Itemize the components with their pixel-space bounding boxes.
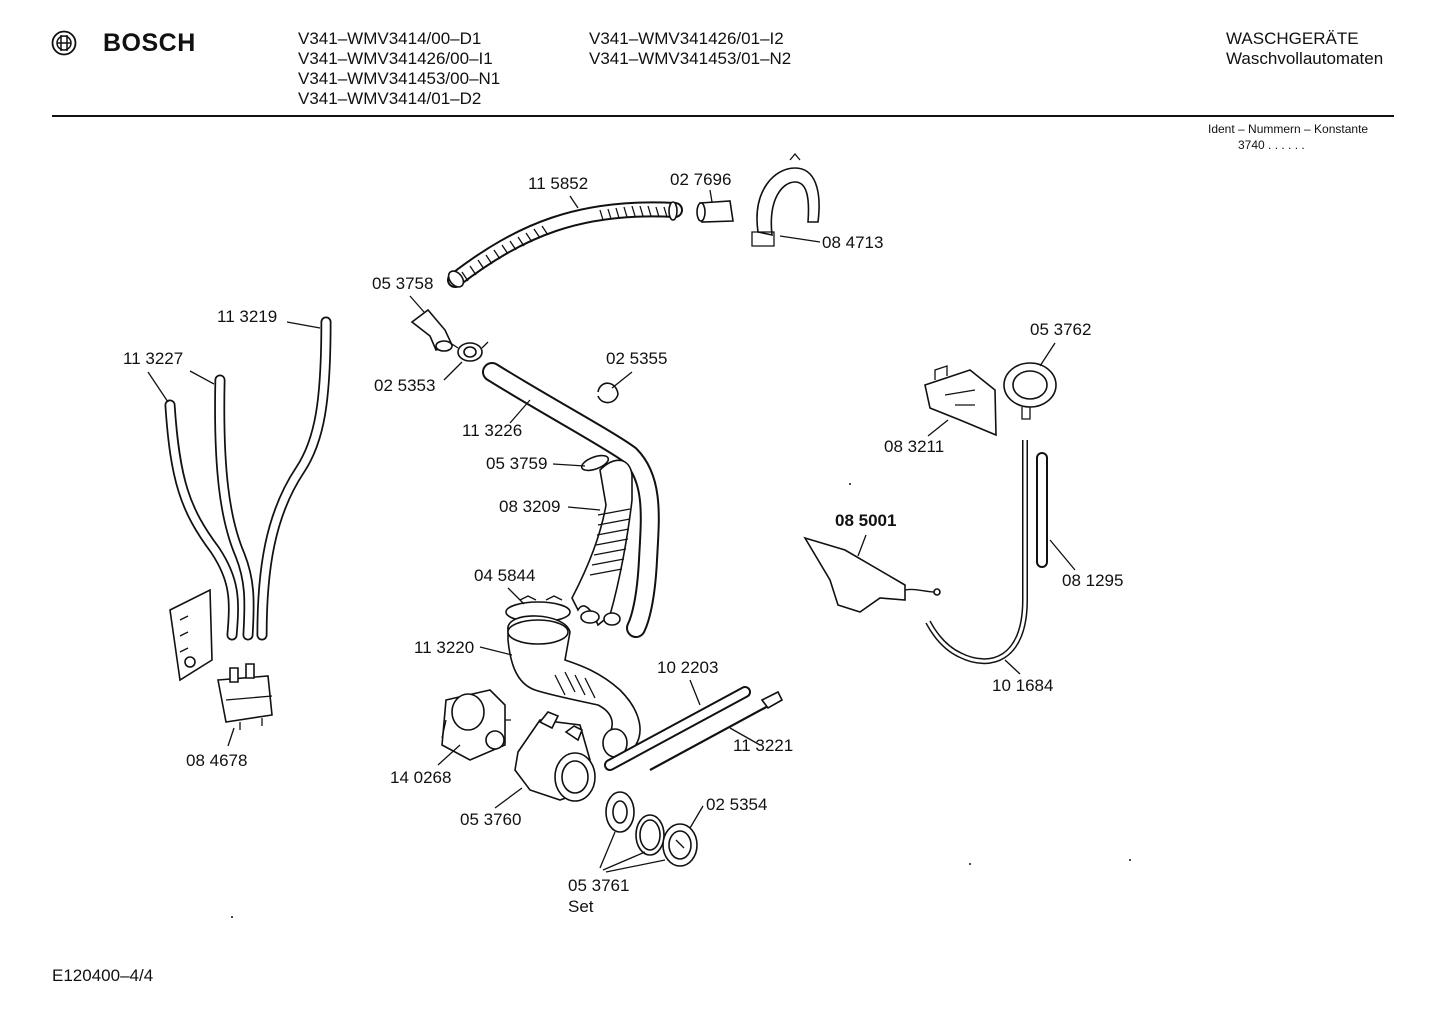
- part-label: 14 0268: [390, 768, 452, 787]
- hose-bracket-icon: [751, 152, 820, 247]
- air-trap-icon: [803, 536, 941, 613]
- hose-clamp-icon: [451, 341, 489, 362]
- part-label: 05 3762: [1030, 320, 1092, 339]
- part-label: 11 3221: [733, 736, 794, 755]
- model-list-col1: V341–WMV3414/00–D1 V341–WMV341426/00–I1 …: [298, 29, 500, 109]
- pump-housing-icon: [514, 711, 596, 802]
- bellows-hose-icon: [571, 459, 633, 627]
- part-label: 10 1684: [992, 676, 1054, 695]
- part-label: 05 3761: [568, 876, 630, 895]
- model-number: V341–WMV341426/00–I1: [298, 49, 493, 68]
- model-number: V341–WMV3414/01–D2: [298, 89, 482, 108]
- part-label: 02 5353: [374, 376, 436, 395]
- hose-connector-icon: [696, 200, 734, 223]
- part-label: 08 5001: [835, 511, 897, 530]
- part-label: 02 5355: [606, 349, 668, 368]
- part-label: 08 3209: [499, 497, 561, 516]
- model-number: V341–WMV341453/00–N1: [298, 69, 501, 88]
- part-label: 02 7696: [670, 170, 732, 189]
- small-clamp-icon: [580, 454, 610, 472]
- header-rule: [52, 115, 1394, 117]
- leader-lines: [147, 189, 1076, 873]
- category-subtitle: Waschvollautomaten: [1226, 49, 1384, 68]
- part-label: 05 3759: [486, 454, 548, 473]
- ident-label: Ident – Nummern – Konstante: [1208, 122, 1369, 136]
- model-list-col2: V341–WMV341426/01–I2 V341–WMV341453/01–N…: [589, 29, 791, 69]
- part-label: 11 3219: [217, 307, 278, 326]
- spring-clip-icon: [597, 382, 619, 404]
- bosch-logo-icon: [51, 30, 77, 61]
- model-number: V341–WMV341426/01–I2: [589, 29, 784, 48]
- part-label: 11 3226: [462, 421, 523, 440]
- straight-tube-icon: [604, 686, 751, 771]
- part-label: 08 4713: [822, 233, 884, 252]
- part-label: 08 3211: [884, 437, 945, 456]
- corrugated-hose-icon: [447, 201, 683, 288]
- part-label: 11 3227: [123, 349, 184, 368]
- part-label: 05 3758: [372, 274, 434, 293]
- part-label: 10 2203: [657, 658, 719, 677]
- pump-motor-icon: [441, 689, 511, 761]
- brand-name: BOSCH: [103, 29, 196, 57]
- model-number: V341–WMV341453/01–N2: [589, 49, 792, 68]
- air-hose-icon: [925, 438, 1028, 665]
- part-label: 08 1295: [1062, 571, 1124, 590]
- part-label: 11 5852: [528, 174, 589, 193]
- valve-bracket-icon: [169, 588, 213, 682]
- drain-rod-icon: [649, 690, 784, 771]
- part-label: 11 3220: [414, 638, 475, 657]
- drain-cap-icon: [662, 823, 698, 867]
- part-label: 02 5354: [706, 795, 768, 814]
- category-block: WASCHGERÄTE Waschvollautomaten: [1226, 29, 1383, 69]
- scan-dots: [231, 483, 1131, 918]
- part-label: 05 3760: [460, 810, 522, 829]
- filter-set-icon: [605, 791, 665, 856]
- part-label: 08 4678: [186, 751, 248, 770]
- drain-hose-icon: [482, 362, 660, 638]
- drawing-id: E120400–4/4: [52, 966, 154, 985]
- model-number: V341–WMV3414/00–D1: [298, 29, 482, 48]
- inlet-hoses-icon: [164, 316, 332, 641]
- pressure-switch-icon: [1003, 362, 1057, 420]
- elbow-connector-icon: [410, 308, 454, 352]
- category-title: WASCHGERÄTE: [1226, 29, 1359, 48]
- part-label: Set: [568, 897, 594, 916]
- part-label: 04 5844: [474, 566, 536, 585]
- solenoid-valve-icon: [217, 663, 273, 730]
- ident-value: 3740 . . . . . .: [1238, 138, 1305, 152]
- switch-bracket-icon: [924, 365, 997, 437]
